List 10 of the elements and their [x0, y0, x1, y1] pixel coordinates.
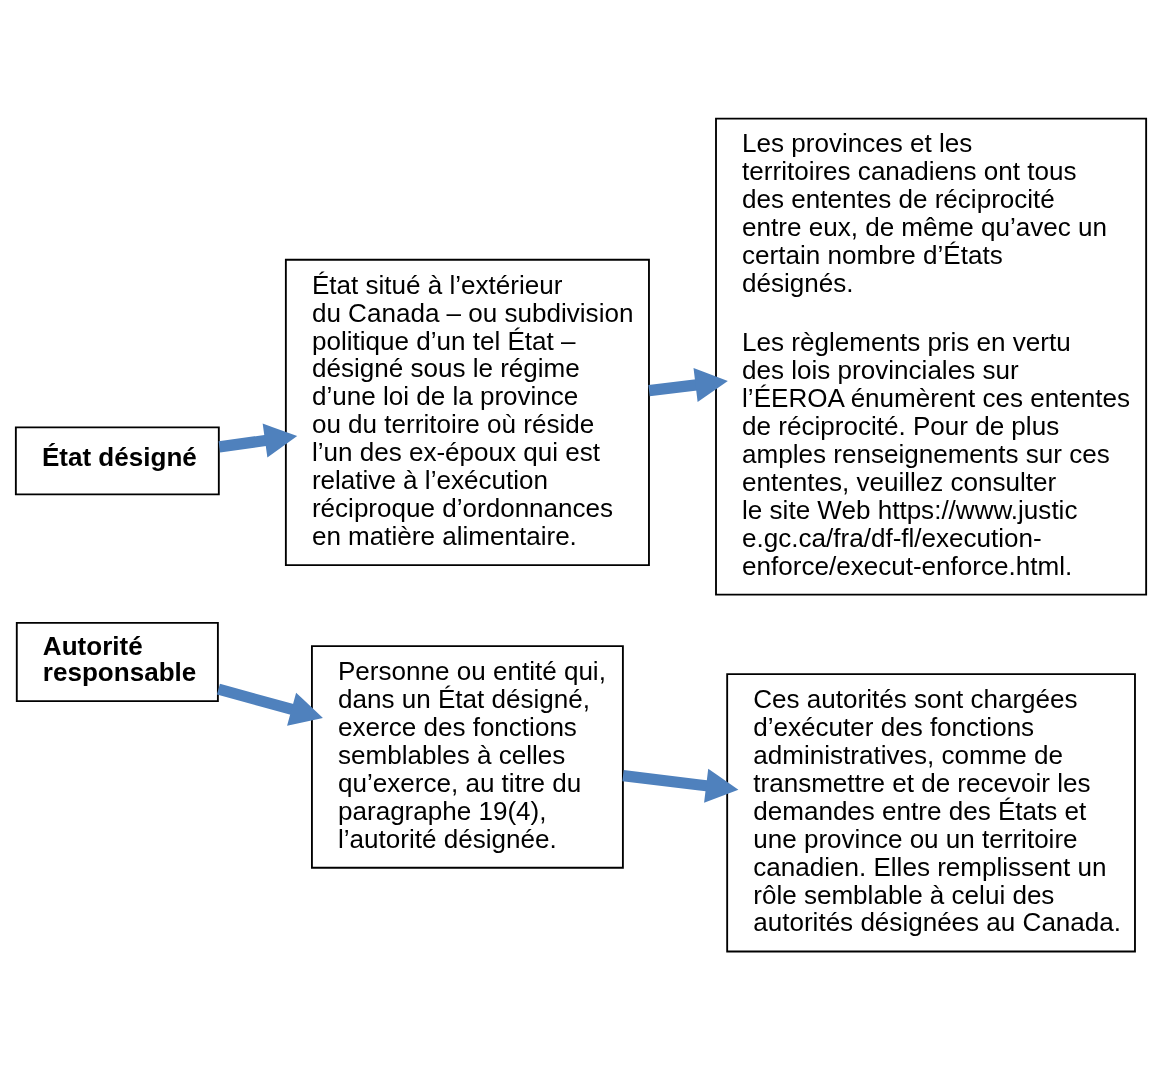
arrow	[648, 367, 728, 402]
node-box: État situé à l’extérieur du Canada – ou subdivision politique d’un tel État – désigné sous le régime d’une loi de la province ou du territoire où réside l’un des ex-époux qui est relative à l’exécution réciproque d’ordonnances en matière alimentaire.	[284, 258, 650, 566]
node-box: Personne ou entité qui, dans un État désigné, exerce des fonctions semblables à celles qu’exerce, au titre du paragraphe 19(4), l’autorité désignée.	[311, 644, 624, 869]
node-box: État désigné	[14, 425, 220, 495]
arrow	[218, 423, 298, 457]
arrow	[622, 768, 739, 803]
node-box: Autorité responsable	[15, 621, 219, 702]
arrow	[216, 683, 323, 726]
node-box: Les provinces et les territoires canadiens ont tous des ententes de réciprocité entre eux, de même qu’avec un certain nombre d’États désignés. Les règlements pris en vertu des lois provinciales sur l’ÉEROA énumèrent ces ententes de réciprocité. Pour de plus amples renseignements sur ces ententes, veuillez consulter le site Web https://www.justice.gc.ca/fra/df-fl/execution-enforce/execut-enforce.html.	[715, 117, 1148, 595]
node-box: Ces autorités sont chargées d’exécuter des fonctions administratives, comme de transmettre et de recevoir les demandes entre des États et une province ou un territoire canadien. Elles remplissent un rôle semblable à celui des autorités désignées au Canada.	[726, 672, 1136, 952]
